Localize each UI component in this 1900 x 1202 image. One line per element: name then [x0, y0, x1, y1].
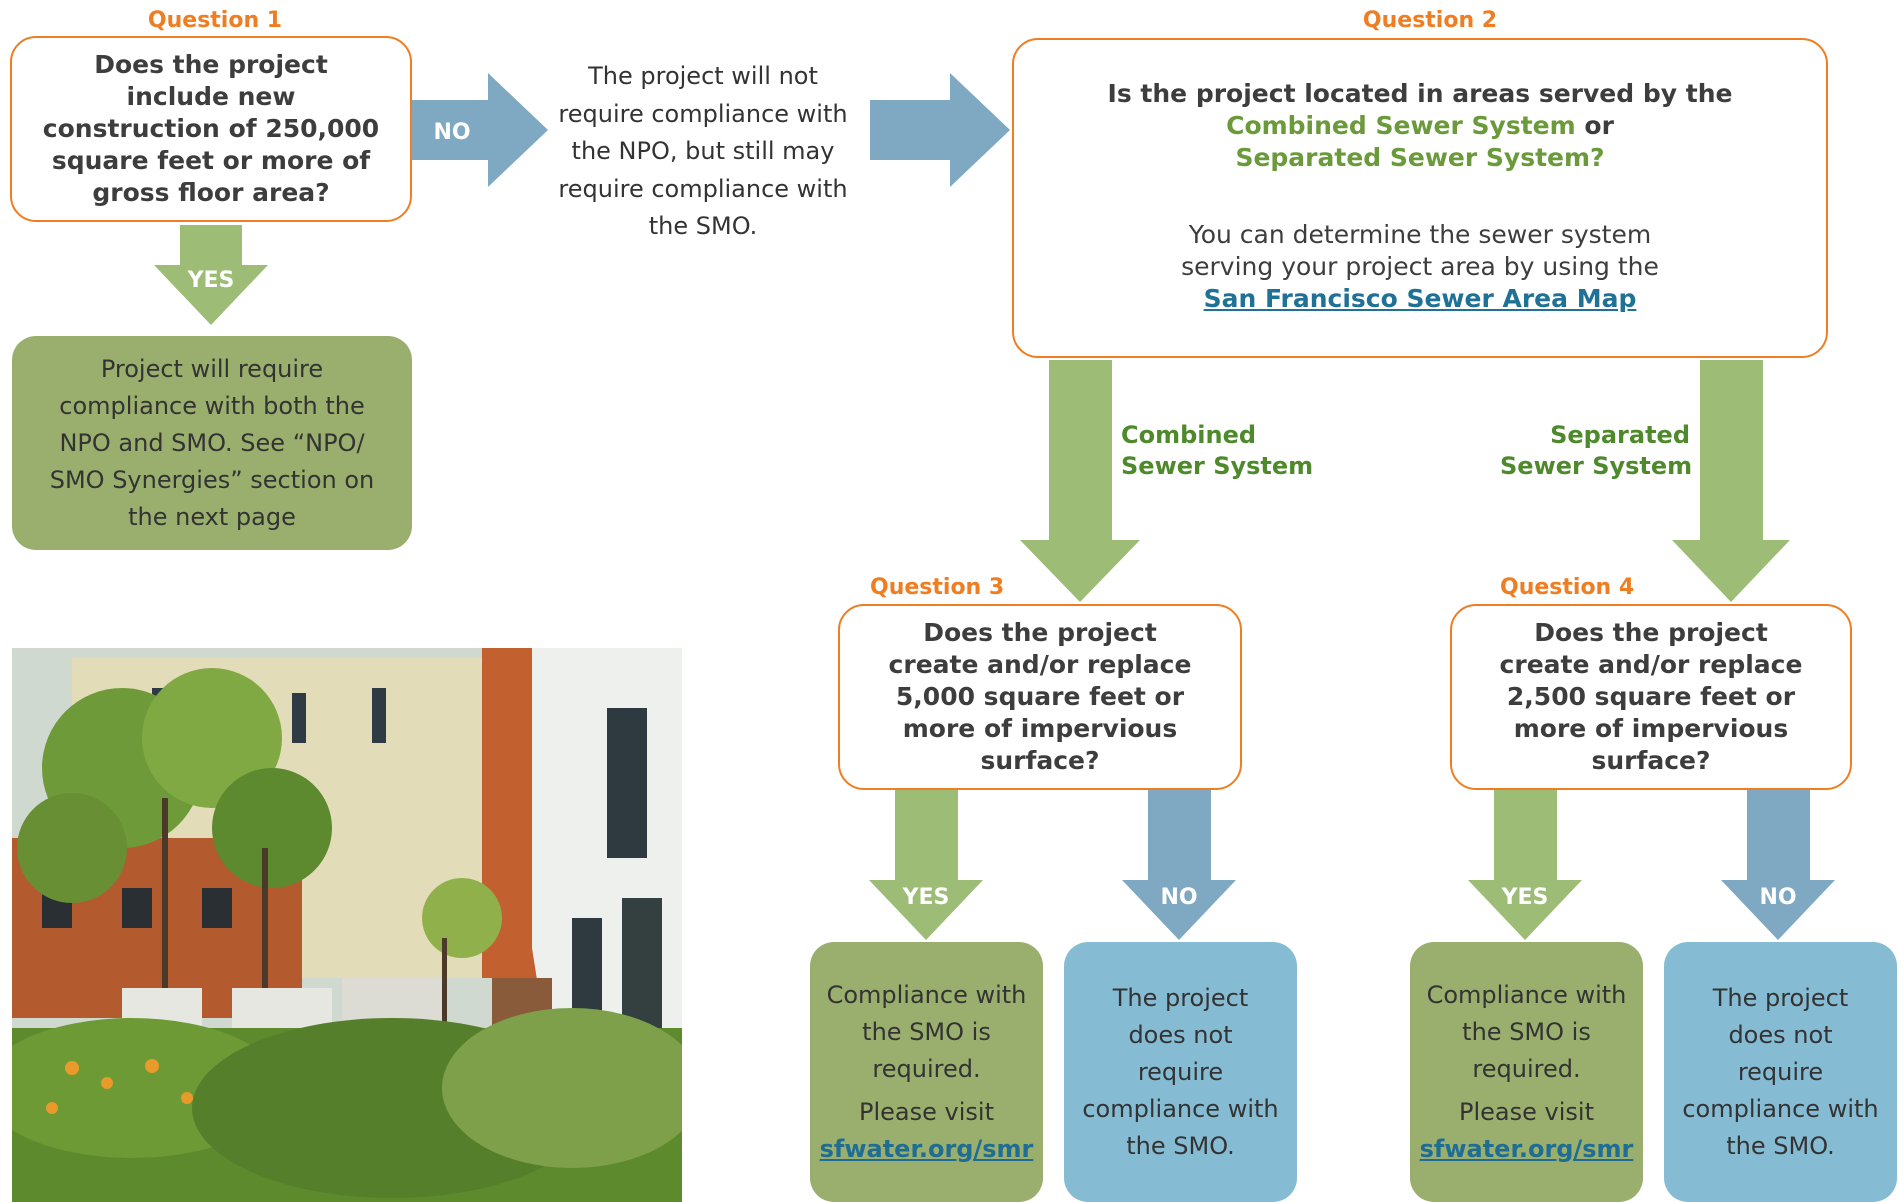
- q3-label: Question 3: [870, 575, 1005, 600]
- q2-note-text: You can determine the sewer system servi…: [1181, 220, 1659, 281]
- q1-box: Does the project include new constructio…: [10, 36, 412, 222]
- q1-no-arrow: [412, 73, 548, 187]
- q4-question-text: Does the project create and/or replace 2…: [1499, 618, 1803, 775]
- courtyard-garden-photo: [12, 648, 682, 1202]
- q1-yes-result-box: Project will require compliance with bot…: [12, 336, 412, 550]
- q1-question-text: Does the project include new constructio…: [42, 50, 380, 207]
- q3-no-label: NO: [1160, 885, 1197, 910]
- q1-yes-result-text: Project will require compliance with bot…: [49, 354, 375, 531]
- q4-yes-arrow: [1468, 790, 1582, 940]
- sewer-area-map-link[interactable]: San Francisco Sewer Area Map: [1203, 284, 1637, 313]
- separated-sewer-arrow: [1672, 360, 1790, 602]
- q2-note: You can determine the sewer system servi…: [1160, 219, 1680, 315]
- q1-no-to-q2-arrow: [870, 73, 1010, 187]
- q1-yes-arrow: [154, 225, 268, 325]
- q1-no-result-text: The project will not require compliance …: [558, 62, 848, 240]
- q2-or-text: or: [1584, 111, 1614, 140]
- q4-yes-result-text: Compliance with the SMO is required.: [1426, 980, 1627, 1083]
- q3-question-text: Does the project create and/or replace 5…: [888, 618, 1192, 775]
- q3-yes-result-text: Compliance with the SMO is required.: [826, 980, 1027, 1083]
- q4-no-label: NO: [1759, 885, 1796, 910]
- q2-label: Question 2: [1362, 8, 1498, 33]
- q4-yes-visit-text: Please visit: [1459, 1097, 1594, 1126]
- q4-yes-label: YES: [1501, 885, 1549, 910]
- q4-box: Does the project create and/or replace 2…: [1450, 604, 1852, 790]
- q2-question-line1: Is the project located in areas served b…: [1107, 79, 1733, 108]
- q4-no-arrow: [1721, 790, 1835, 940]
- q2-box: Is the project located in areas served b…: [1012, 38, 1828, 358]
- q3-yes-visit-text: Please visit: [859, 1097, 994, 1126]
- q3-no-result-box: The project does not require compliance …: [1064, 942, 1297, 1202]
- q3-no-result-text: The project does not require compliance …: [1082, 983, 1279, 1160]
- courtyard-garden-image: [12, 648, 682, 1202]
- q3-smr-link[interactable]: sfwater.org/smr: [819, 1134, 1034, 1163]
- q3-no-arrow: [1122, 790, 1236, 940]
- q2-combined-text: Combined Sewer System: [1226, 111, 1576, 140]
- q3-yes-arrow: [869, 790, 983, 940]
- q4-no-result-box: The project does not require compliance …: [1664, 942, 1897, 1202]
- q1-no-label: NO: [433, 120, 470, 145]
- combined-sewer-arrow: [1020, 360, 1140, 602]
- q3-yes-label: YES: [902, 885, 950, 910]
- q4-yes-result-box: Compliance with the SMO is required. Ple…: [1410, 942, 1643, 1202]
- q1-yes-label: YES: [187, 268, 235, 293]
- q4-no-result-text: The project does not require compliance …: [1682, 983, 1879, 1160]
- q4-smr-link[interactable]: sfwater.org/smr: [1419, 1134, 1634, 1163]
- q2-separated-text: Separated Sewer System?: [1235, 143, 1605, 172]
- q3-yes-result-box: Compliance with the SMO is required. Ple…: [810, 942, 1043, 1202]
- q1-label: Question 1: [147, 8, 283, 33]
- q4-label: Question 4: [1500, 575, 1635, 600]
- separated-sewer-branch-label: Separated Sewer System: [1500, 421, 1693, 480]
- combined-sewer-branch-label: Combined Sewer System: [1121, 421, 1314, 480]
- q3-box: Does the project create and/or replace 5…: [838, 604, 1242, 790]
